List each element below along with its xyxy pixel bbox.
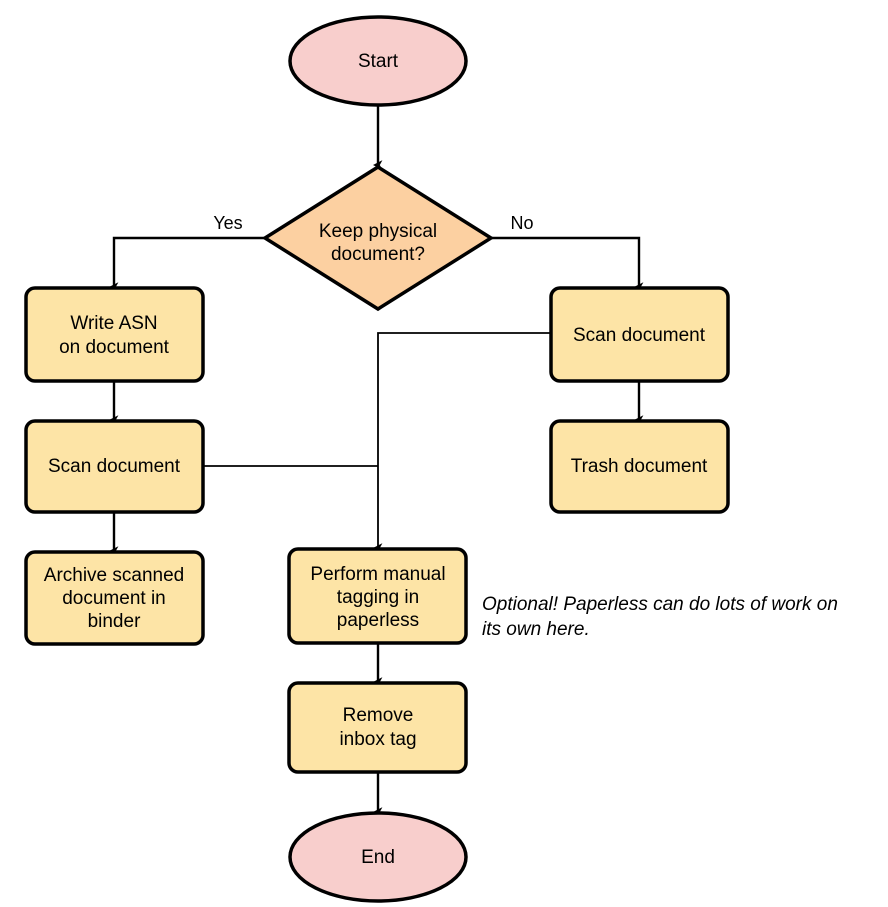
scan-document-right-label: Scan document <box>573 325 706 346</box>
archive-box[interactable] <box>24 550 205 646</box>
node-start[interactable]: Start <box>288 15 468 107</box>
node-remove-inbox-tag[interactable]: Remove inbox tag <box>287 681 468 774</box>
edge-scan-right-to-tagging <box>373 332 551 553</box>
end-ellipse[interactable] <box>288 811 468 903</box>
remove-inbox-label-line2: inbox tag <box>339 729 416 750</box>
tagging-box[interactable] <box>287 547 468 645</box>
archive-label-line1: Archive scanned <box>44 565 184 586</box>
trash-document-box[interactable] <box>549 419 730 514</box>
remove-inbox-tag-box[interactable] <box>287 681 468 774</box>
node-scan-document-left[interactable]: Scan document <box>24 419 205 514</box>
start-ellipse[interactable] <box>288 15 468 107</box>
annotation-line2: its own here. <box>482 619 590 640</box>
write-asn-label-line1: Write ASN <box>70 313 157 334</box>
scan-document-right-box[interactable] <box>549 286 730 383</box>
decision-label-line2: document? <box>331 244 425 265</box>
node-scan-document-right[interactable]: Scan document <box>549 286 730 383</box>
scan-document-left-label: Scan document <box>48 456 181 477</box>
edge-yes-to-write-asn <box>109 236 265 292</box>
node-decision-keep-physical-document[interactable]: Keep physical document? <box>261 164 495 312</box>
tagging-label-line3: paperless <box>337 610 419 631</box>
node-write-asn[interactable]: Write ASN on document <box>24 286 205 383</box>
edge-no-to-scan-right <box>491 236 644 292</box>
archive-label-line3: binder <box>88 611 141 632</box>
decision-label-line1: Keep physical <box>319 221 437 242</box>
annotation-line1: Optional! Paperless can do lots of work … <box>482 594 838 615</box>
remove-inbox-label-line1: Remove <box>343 705 414 726</box>
node-end[interactable]: End <box>288 811 468 903</box>
decision-diamond[interactable] <box>261 164 495 312</box>
start-label: Start <box>358 51 399 72</box>
node-archive-scanned-document[interactable]: Archive scanned document in binder <box>24 550 205 646</box>
archive-label-line2: document in <box>62 588 166 609</box>
write-asn-box[interactable] <box>24 286 205 383</box>
tagging-label-line2: tagging in <box>337 587 419 608</box>
scan-document-left-box[interactable] <box>24 419 205 514</box>
edge-label-no: No <box>510 213 533 233</box>
node-perform-manual-tagging[interactable]: Perform manual tagging in paperless <box>287 547 468 645</box>
node-trash-document[interactable]: Trash document <box>549 419 730 514</box>
annotation-note: Optional! Paperless can do lots of work … <box>482 594 838 640</box>
tagging-label-line1: Perform manual <box>310 564 445 585</box>
end-label: End <box>361 847 395 868</box>
write-asn-label-line2: on document <box>59 337 170 358</box>
edge-label-yes: Yes <box>213 213 242 233</box>
trash-document-label: Trash document <box>571 456 708 477</box>
